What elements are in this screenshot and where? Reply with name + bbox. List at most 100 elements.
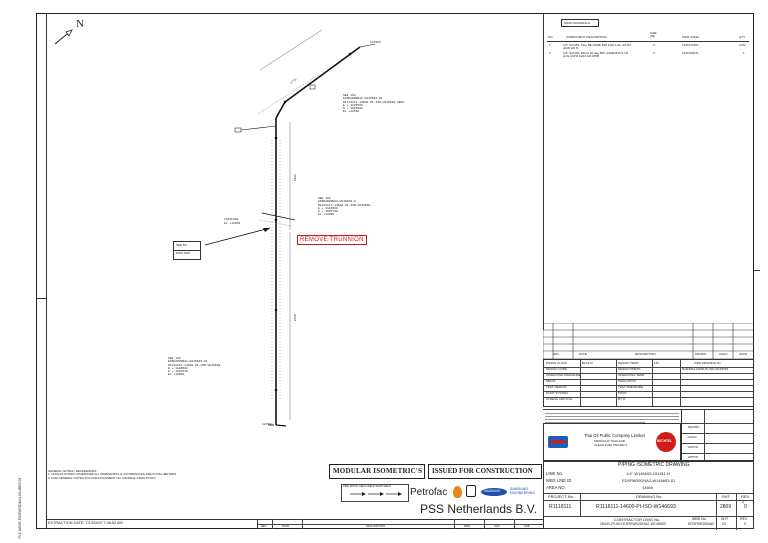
- data-row: STRESS CRITICAL RT %: [544, 397, 753, 403]
- frame-divider-left: [46, 13, 47, 529]
- rev-header-cell: DRAWN: [695, 352, 707, 356]
- side-label: FILE NAME: EDSPAR0DNA1-W146693-01: [18, 477, 23, 539]
- pss-logo: PSS Netherlands B.V.: [420, 502, 537, 516]
- project-no: R1118111: [549, 504, 572, 510]
- fine-print-line: [545, 422, 645, 423]
- thai-oil-logo: [548, 436, 568, 448]
- data-cell: OPERATING PRESSURE: [546, 373, 581, 377]
- approval-rule: [682, 423, 753, 424]
- bom-panel: SHOP MATERIALS NO. COMPONENT DESCRIPTION…: [543, 14, 754, 74]
- strip-col: [514, 519, 515, 529]
- approval-label: DRAWN: [688, 425, 700, 429]
- revision-grid: [543, 323, 754, 359]
- data-cell: DESIGN PRESS: [618, 367, 641, 371]
- approval-rule: [682, 443, 753, 444]
- callout-line: N + 1687010: [168, 370, 188, 374]
- legend-box: PIPE SPOOL FIELD WELD SHOP WELD: [341, 484, 409, 502]
- petrofac-logo: Petrofac: [410, 487, 448, 498]
- wbs-no-2: EDSPAR2DNA2: [688, 522, 715, 526]
- rev-header-cell: APPD: [739, 352, 748, 356]
- bom-left-rule: [543, 14, 544, 330]
- fine-print-line: [545, 413, 679, 414]
- contractor-no: 28441-PI-ISO-EDSPAR2DNA2-W146693: [600, 522, 666, 526]
- approval-rule: [682, 453, 753, 454]
- bom-row-size: ¼: [653, 51, 656, 55]
- samsung-eng-text: SAMSUNG ENGINEERING: [510, 487, 536, 495]
- approvals-block: DRAWN CHKD APPVD APPVD: [681, 409, 754, 461]
- data-row: PIPING CLASS B1S1T1 DESIGN TEMP 140 PIPE…: [544, 360, 753, 368]
- callout-line: EDSPAR0DNA1-W146693-01: [343, 97, 383, 101]
- bom-col-no: NO.: [548, 35, 554, 39]
- strip-label: DESCRIPTION: [366, 524, 386, 528]
- callout-line: N + 1685709: [318, 210, 338, 214]
- bom-row-code: 7641000071: [682, 51, 699, 55]
- strip-col: [302, 519, 303, 529]
- callout-mid: SEE 160 EDSPAR0DNA1-W146693-0 R1118111-1…: [318, 197, 372, 217]
- ref-box-line: DWG REF: [176, 251, 191, 255]
- thai-oil-sub2: CLEAN FUEL PROJECT: [594, 443, 628, 447]
- samsung-logo: SAMSUNG: [481, 488, 507, 496]
- left-tag-1: 1361F800: [224, 218, 239, 221]
- bom-row-no: 1: [549, 43, 551, 47]
- bom-col-code: ITEM CODE: [682, 35, 699, 39]
- title-col: [716, 493, 717, 530]
- client-block: Thai Oil Public Company Limited SRIRACHA…: [543, 423, 681, 461]
- bom-row-desc: 1/4" Sch160, Pipe BE ASME B36.10M smls, …: [563, 43, 631, 51]
- callout-line: R1118111-14600-PI-ISO-W146690-: [318, 203, 373, 207]
- strip-label: CHK: [494, 524, 500, 528]
- bottom-tag: 1475G1: [262, 423, 273, 426]
- title-rule: [544, 500, 753, 501]
- top-tag: 1479GC: [370, 41, 381, 44]
- callout-line: N + 1685009: [343, 107, 363, 111]
- isometric-drawing: [204, 30, 376, 427]
- wbs-no-label: WBS No.: [692, 517, 707, 521]
- callout-line: SEE 160: [318, 197, 331, 200]
- title-col: [580, 493, 581, 516]
- data-cell: DESIGN CODE: [546, 367, 568, 371]
- callout-line: EL +13950: [318, 213, 335, 217]
- data-cell: TEST PRESSURE: [618, 385, 643, 389]
- wbs-label: WBS LINE ID: [546, 478, 572, 483]
- bom-header-rule: [547, 41, 749, 42]
- data-col-divider: [680, 360, 681, 406]
- callout-top: SEE 160 EDSPAR0DNA1-W146693-01 R1118111-…: [343, 94, 404, 114]
- bom-row-qty: 1: [743, 51, 745, 55]
- strip-label: DRN: [464, 524, 471, 528]
- approval-label: APPVD: [688, 455, 699, 459]
- rev-label-2: REV: [740, 517, 748, 521]
- data-col-divider: [652, 360, 653, 406]
- revision-header: REV DATE DESCRIPTION DRAWN CHKD APPD: [543, 351, 754, 358]
- data-cell: TEST MEDIUM: [546, 385, 567, 389]
- bechtel-logo: BECHTEL: [656, 432, 676, 452]
- strip-col: [484, 519, 485, 529]
- data-row: PAINT SYSTEM PWHT: [544, 391, 753, 398]
- data-cell: PIPE DRAWING No.: [694, 361, 722, 365]
- bom-row-desc: 1/4" Sch160, Elbow 90 deg BW, ASME B16.9…: [563, 51, 628, 59]
- stamp-issued-text: ISSUED FOR CONSTRUCTION: [432, 467, 533, 475]
- data-cell: DESIGN TEMP: [618, 361, 639, 365]
- data-row: OPERATING PRESSURE OPERATING TEMP: [544, 373, 753, 380]
- title-heading: PIPING ISOMETRIC DRAWING: [618, 462, 690, 468]
- samsung-text: SAMSUNG: [484, 489, 501, 493]
- data-col-divider: [580, 360, 581, 406]
- rev-header-cell: DESCRIPTION: [635, 352, 656, 356]
- strip-label: REV: [261, 524, 267, 528]
- bom-row-no: 2: [549, 51, 551, 55]
- strip-rule: [258, 524, 544, 525]
- callout-line: R1118111-14600-PI-ISO-W146693-3RD1: [343, 100, 405, 104]
- fine-print-line: [545, 419, 679, 420]
- sht-no: 2809: [720, 504, 732, 510]
- data-cell: PWHT: [618, 391, 627, 395]
- callout-low: SEE 160 EDSPAR0DNA1-W146693-01 R1118111-…: [168, 357, 222, 377]
- project-label: PROJECT No.: [548, 494, 574, 499]
- strip-label: APP: [524, 524, 530, 528]
- callout-line: EL +12550: [343, 110, 360, 114]
- callout-line: E + 1106560: [343, 103, 363, 107]
- note-line: 2. FOR GENERAL NOTES FOLLOW DOCUMENT NO.…: [48, 475, 156, 480]
- data-row: TEST MEDIUM TEST PRESSURE: [544, 385, 753, 392]
- title-rule: [544, 493, 753, 494]
- thai-oil-sub1: SRIRACHA THAILAND: [594, 439, 625, 443]
- north-arrow-icon: [54, 29, 73, 45]
- bom-col-desc: COMPONENT DESCRIPTION: [566, 35, 607, 39]
- data-cell: INSULATION: [618, 379, 636, 383]
